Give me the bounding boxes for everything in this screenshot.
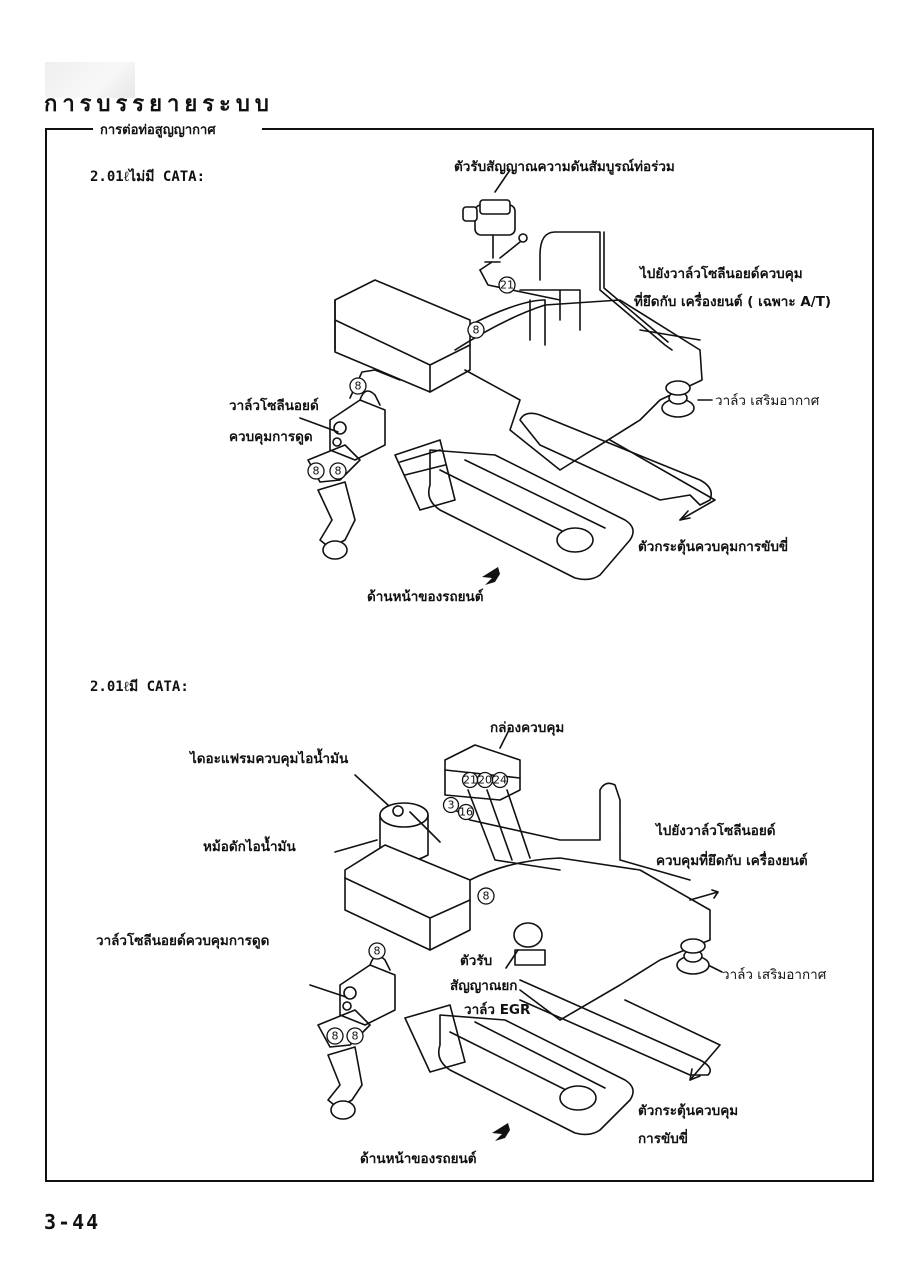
intake-manifold-a: [454, 299, 703, 471]
cylinder-head-a: [519, 412, 713, 506]
callout-b-8-1: 8: [477, 887, 495, 905]
svg-text:8: 8: [473, 324, 480, 337]
svg-text:21: 21: [463, 774, 477, 787]
svg-text:8: 8: [374, 945, 381, 958]
frame-top-border-right: [262, 128, 872, 130]
svg-text:8: 8: [483, 890, 490, 903]
air-cleaner-a: [334, 279, 546, 393]
svg-text:16: 16: [459, 806, 473, 819]
arrow-oil-diaphragm: [354, 774, 389, 806]
label-purge-solenoid-a-2: ควบคุมการดูด: [229, 429, 313, 445]
svg-text:8: 8: [313, 465, 320, 478]
valve-cover-a: [394, 439, 634, 581]
air-cleaner-b: [344, 844, 471, 951]
label-egr-sensor-3: วาล์ว EGR: [464, 1002, 531, 1018]
page-number: 3-44: [44, 1210, 101, 1234]
egr-sensor: [513, 922, 546, 966]
pipe-elbow-b: [327, 1046, 363, 1109]
map-sensor-a: [462, 199, 528, 271]
diagram-b-subtitle: 2.01ℓมี CATA:: [90, 679, 189, 695]
intake-manifold-b: [469, 857, 711, 1021]
label-purge-solenoid-b: วาล์วโซลีนอยด์ควบคุมการดูด: [96, 933, 270, 949]
label-drive-actuator-b-1: ตัวกระตุ้นควบคุม: [638, 1103, 739, 1119]
label-drive-actuator-b-2: การขับขี่: [638, 1131, 689, 1147]
label-front-of-car-a: ด้านหน้าของรถยนต์: [367, 589, 484, 605]
svg-text:8: 8: [332, 1030, 339, 1043]
svg-text:3: 3: [448, 799, 455, 812]
svg-text:8: 8: [355, 380, 362, 393]
logo-watermark: [45, 62, 135, 98]
front-arrow-b: [492, 1123, 510, 1141]
callout-b-16: 16: [457, 803, 475, 821]
purge-solenoid-b: [317, 955, 396, 1048]
callout-a-21: 21: [498, 276, 516, 294]
arrow-purge-solenoid-a: [299, 417, 339, 433]
arrow-purge-solenoid-b: [309, 984, 347, 998]
callout-b-8-2: 8: [368, 942, 386, 960]
frame-top-border-left: [45, 128, 93, 130]
section-frame: [45, 128, 874, 1182]
label-egr-sensor-1: ตัวรับ: [460, 953, 493, 969]
label-oil-diaphragm: ไดอะแฟรมควบคุมไอน้ำมัน: [190, 751, 349, 767]
page-heading: การบรรยายระบบ: [44, 92, 274, 117]
label-to-solenoid-b-1: ไปยังวาล์วโซลีนอยด์: [656, 823, 776, 839]
svg-text:20: 20: [478, 774, 492, 787]
callout-a-8-1: 8: [467, 321, 485, 339]
callout-b-21: 21: [461, 771, 479, 789]
front-arrow-a: [482, 567, 500, 585]
diagram-a-subtitle: 2.01ℓไม่มี CATA:: [90, 169, 206, 185]
purge-solenoid-a: [307, 390, 386, 483]
callout-b-8-4: 8: [346, 1027, 364, 1045]
callout-b-3: 3: [442, 796, 460, 814]
label-to-solenoid-a-2: ที่ยึดกับ เครื่องยนต์ ( เฉพาะ A/T): [634, 294, 832, 310]
svg-text:8: 8: [335, 465, 342, 478]
callout-a-8-2: 8: [349, 377, 367, 395]
arrow-oil-trap: [334, 839, 378, 853]
label-purge-solenoid-a-1: วาล์วโซลีนอยด์: [229, 398, 319, 414]
label-air-valve-a: วาล์ว เสริมอากาศ: [715, 393, 820, 409]
svg-text:21: 21: [500, 279, 514, 292]
callout-b-24: 24: [491, 771, 509, 789]
valve-cover-b: [404, 1004, 634, 1136]
label-egr-sensor-2: สัญญาณยก: [450, 978, 518, 994]
pipe-elbow-a: [317, 481, 356, 549]
label-front-of-car-b: ด้านหน้าของรถยนต์: [360, 1151, 477, 1167]
callout-b-20: 20: [476, 771, 494, 789]
arrow-map-sensor: [494, 169, 511, 193]
air-valve-b: [676, 938, 710, 975]
vacuum-line-a-top: [479, 231, 673, 351]
label-to-solenoid-b-2: ควบคุมที่ยึดกับ เครื่องยนต์: [656, 853, 808, 869]
vacuum-lines-b: [447, 782, 691, 881]
svg-text:24: 24: [493, 774, 507, 787]
section-title: การต่อท่อสูญญากาศ: [98, 119, 218, 140]
actuator-line-b: [624, 999, 721, 1081]
arrow-egr-sensor: [505, 949, 519, 969]
label-drive-actuator-a: ตัวกระตุ้นควบคุมการขับขี่: [638, 539, 789, 555]
label-to-solenoid-a-1: ไปยังวาล์วโซลีนอยด์ควบคุม: [640, 266, 803, 282]
callout-b-8-3: 8: [326, 1027, 344, 1045]
actuator-line-a: [609, 439, 716, 521]
engine-diagram-b: 21 20 24 3 16 8 8 8 8: [309, 727, 723, 1141]
svg-text:8: 8: [352, 1030, 359, 1043]
label-air-valve-b: วาล์ว เสริมอากาศ: [722, 967, 827, 983]
callout-a-8-3: 8: [307, 462, 325, 480]
engine-diagram-a: 21 8 8 8 8: [299, 169, 716, 585]
air-valve-a: [661, 380, 695, 418]
callout-a-8-4: 8: [329, 462, 347, 480]
arrow-control-box: [499, 727, 511, 749]
label-oil-trap: หม้อดักไอน้ำมัน: [203, 839, 296, 855]
